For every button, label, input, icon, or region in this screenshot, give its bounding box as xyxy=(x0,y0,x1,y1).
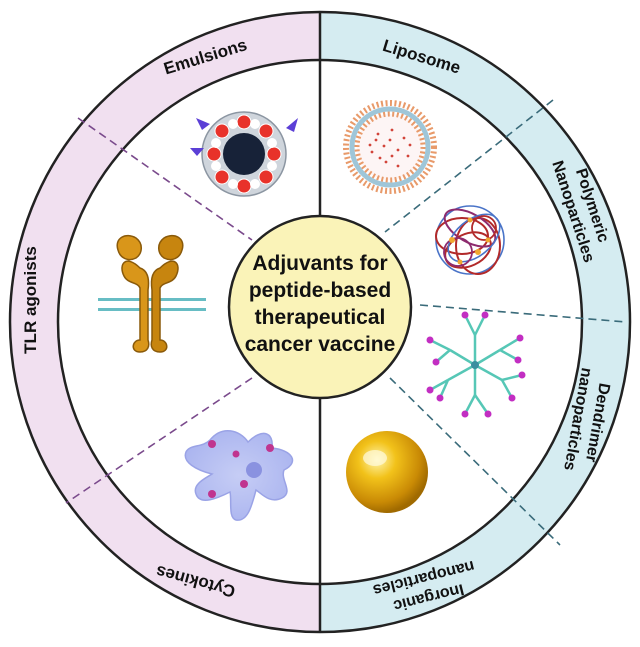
tlr-receptor-icon xyxy=(98,234,206,353)
dendritic-cell-icon xyxy=(184,430,294,521)
divider-emulsions-tlr xyxy=(77,117,253,241)
center-circle xyxy=(227,214,413,400)
divider-liposome-polymeric xyxy=(384,99,554,233)
polymeric-nanoparticle-icon xyxy=(435,205,505,275)
center-line-3: therapeutical xyxy=(255,306,386,329)
center-line-1: Adjuvants for xyxy=(252,252,387,275)
liposome-icon xyxy=(343,100,437,194)
gold-nanoparticle-icon xyxy=(346,431,428,513)
center-line-2: peptide-based xyxy=(249,279,391,302)
divider-tlr-cytokines xyxy=(65,377,253,504)
center-hub: Adjuvants for peptide-based therapeutica… xyxy=(227,214,413,400)
dendrimer-icon xyxy=(426,311,526,418)
divider-polymeric-dendrimer xyxy=(419,304,627,323)
emulsion-droplet-icon xyxy=(190,111,298,197)
label-tlr-agonists: TLR agonists xyxy=(21,246,40,354)
dashed-dividers xyxy=(65,99,627,546)
divider-dendrimer-inorganic xyxy=(389,377,561,546)
center-line-4: cancer vaccine xyxy=(245,333,396,356)
